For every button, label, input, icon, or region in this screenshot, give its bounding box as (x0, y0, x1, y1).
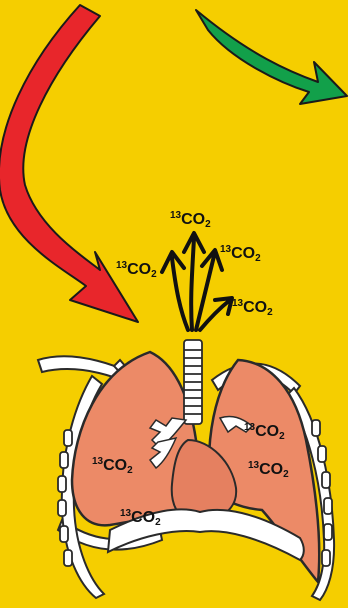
trachea (184, 340, 202, 424)
